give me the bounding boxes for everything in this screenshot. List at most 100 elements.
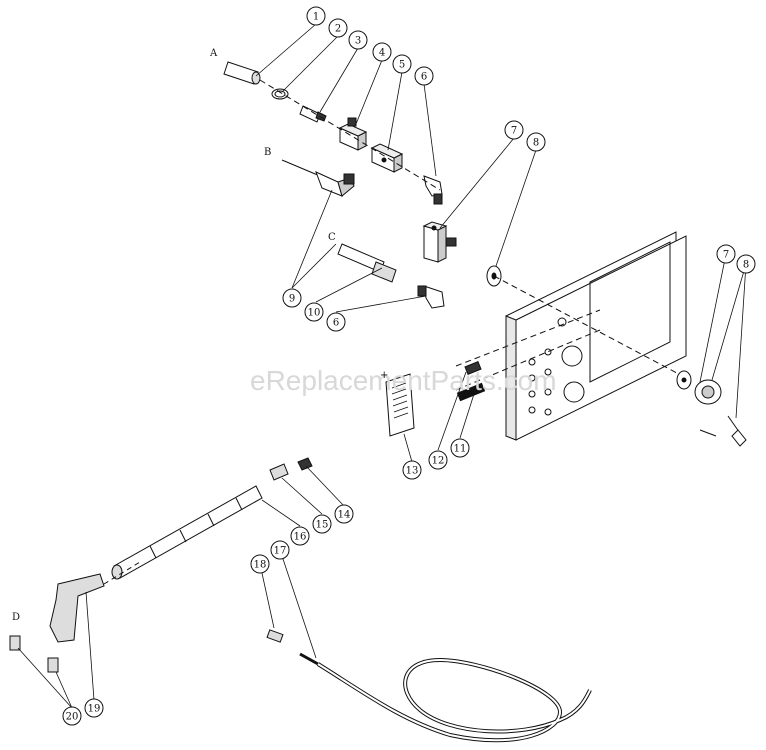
callout-14: 11 [450, 438, 470, 458]
callout-circle [62, 706, 82, 726]
callout-number: 8 [533, 138, 539, 149]
callout-number: 13 [406, 466, 419, 477]
callout-number: 1 [313, 12, 319, 23]
callout-number: 18 [254, 560, 267, 571]
callout-13: 8 [736, 254, 756, 274]
callout-circle [290, 526, 310, 546]
callout-circle [504, 120, 524, 140]
callout-number: 6 [333, 318, 339, 329]
callout-number: 7 [723, 250, 729, 261]
callout-21: 18 [250, 554, 270, 574]
callout-circle [306, 6, 326, 26]
callout-circle [334, 504, 354, 524]
callout-10: 10 [304, 302, 324, 322]
callout-number: 9 [289, 294, 295, 305]
callout-number: 15 [316, 520, 329, 531]
callout-2: 2 [328, 18, 348, 38]
nozzle-tip [297, 457, 313, 471]
callout-number: 19 [88, 704, 101, 715]
leader-lines [17, 23, 747, 709]
callout-12: 7 [716, 244, 736, 264]
inlet-fitting [9, 635, 59, 673]
latch-pin [699, 415, 747, 447]
callout-circle [736, 254, 756, 274]
label-decal [456, 382, 486, 402]
callout-circle [250, 554, 270, 574]
hose-barb-fitting [299, 105, 327, 123]
switch-label [464, 361, 482, 375]
callout-4: 4 [372, 42, 392, 62]
callout-number: 3 [355, 36, 361, 47]
callout-18: 15 [312, 514, 332, 534]
watermark: eReplacementParts.com [250, 365, 557, 396]
callout-circle [716, 244, 736, 264]
hose-clamp [271, 88, 289, 100]
callout-number: 12 [432, 456, 445, 467]
callout-23: 20 [62, 706, 82, 726]
callout-7: 7 [504, 120, 524, 140]
callout-number: 4 [379, 48, 385, 59]
callout-number: 8 [743, 260, 749, 271]
callout-number: 14 [338, 510, 351, 521]
letter-d: D [12, 612, 20, 623]
callout-circle [328, 18, 348, 38]
callout-circle [526, 132, 546, 152]
panel-washer [676, 370, 692, 390]
callout-circle [282, 288, 302, 308]
callout-8: 8 [526, 132, 546, 152]
callout-circle [402, 460, 422, 480]
callout-number: 5 [399, 60, 405, 71]
assembly-line-a [259, 79, 441, 191]
callout-circle [270, 540, 290, 560]
callout-circle [372, 42, 392, 62]
callout-19: 16 [290, 526, 310, 546]
callout-circle [312, 514, 332, 534]
callout-circle [304, 302, 324, 322]
hose-segment-c [337, 243, 397, 283]
callout-circle [326, 312, 346, 332]
callout-number: 6 [421, 72, 427, 83]
callout-6: 6 [414, 66, 434, 86]
callout-number: 20 [66, 712, 79, 723]
callout-circle [450, 438, 470, 458]
callout-15: 12 [428, 450, 448, 470]
instruction-sheet [385, 373, 415, 437]
callout-circle [392, 54, 412, 74]
callout-number: 2 [335, 24, 341, 35]
callout-circle [84, 698, 104, 718]
callout-17: 14 [334, 504, 354, 524]
callout-16: 13 [402, 460, 422, 480]
callout-circle [348, 30, 368, 50]
regulator-block [338, 117, 368, 151]
callout-circle [428, 450, 448, 470]
callout-22: 19 [84, 698, 104, 718]
callout-5: 5 [392, 54, 412, 74]
callout-9: 9 [282, 288, 302, 308]
spray-wand [111, 485, 263, 580]
spray-gun [49, 573, 105, 643]
callout-number: 11 [454, 444, 467, 455]
callout-number: 16 [294, 532, 307, 543]
pressure-hose [266, 629, 592, 743]
hose-segment-a [223, 61, 261, 85]
panel-nut [694, 379, 722, 405]
assembly-line-panel [493, 275, 691, 381]
valve-block [422, 221, 457, 263]
mounting-panel [505, 231, 687, 441]
letter-b: B [264, 147, 271, 158]
callout-3: 3 [348, 30, 368, 50]
letter-c: C [328, 232, 336, 243]
angled-connector [281, 159, 355, 197]
callout-number: 10 [308, 308, 321, 319]
callout-20: 17 [270, 540, 290, 560]
callout-number: 17 [274, 546, 287, 557]
quick-coupler [269, 463, 289, 481]
plus-sign: + [380, 370, 388, 381]
callout-1: 1 [306, 6, 326, 26]
callout-number: 7 [511, 126, 517, 137]
tee-fitting [370, 143, 404, 173]
letter-a: A [209, 48, 218, 59]
callout-circle [414, 66, 434, 86]
